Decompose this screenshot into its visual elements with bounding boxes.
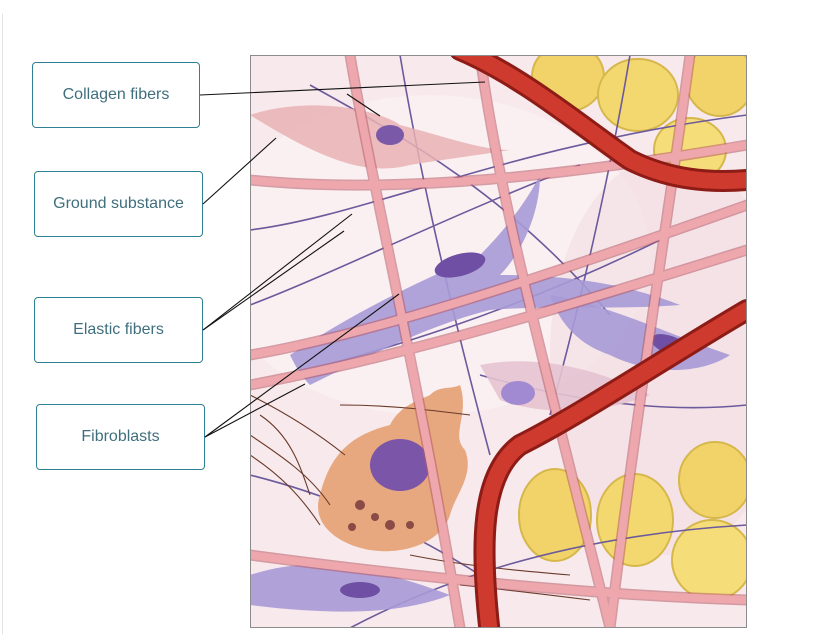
blood-vessels — [450, 55, 747, 628]
connective-tissue-illustration — [250, 55, 747, 628]
macrophage-cell — [318, 385, 468, 552]
page-divider — [2, 14, 3, 634]
label-fibroblasts[interactable]: Fibroblasts — [36, 404, 205, 470]
label-ground-substance[interactable]: Ground substance — [34, 171, 203, 237]
label-elastic-text: Elastic fibers — [73, 321, 164, 338]
label-fibroblasts-text: Fibroblasts — [81, 428, 160, 445]
label-elastic-fibers[interactable]: Elastic fibers — [34, 297, 203, 363]
label-collagen-fibers[interactable]: Collagen fibers — [32, 62, 200, 128]
label-ground-text: Ground substance — [53, 195, 184, 212]
tissue-drawing — [250, 55, 747, 628]
label-collagen-text: Collagen fibers — [62, 86, 170, 103]
